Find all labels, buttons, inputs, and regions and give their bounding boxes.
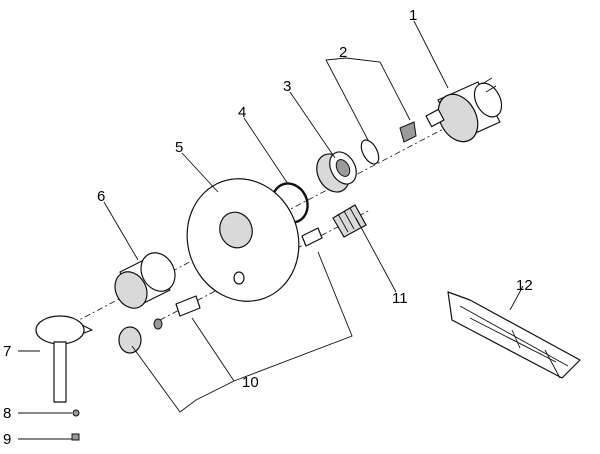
axis-lines: [59, 114, 471, 331]
part-screws: [71, 409, 80, 441]
callout-12: 12: [516, 277, 533, 294]
callout-11: 11: [392, 290, 408, 307]
part-nut: [316, 151, 357, 193]
part-cartridge: [425, 77, 503, 143]
callout-8: 8: [3, 405, 11, 422]
part-knob: [118, 295, 201, 354]
part-sleeve: [114, 252, 176, 309]
callout-3: 3: [283, 78, 291, 95]
callout-6: 6: [97, 188, 105, 205]
callout-1: 1: [409, 7, 417, 24]
callout-7: 7: [3, 343, 11, 360]
leader-lines: [18, 20, 524, 440]
part-lever: [35, 315, 93, 403]
part-cover-plate: [186, 178, 300, 302]
callout-10: 10: [242, 374, 259, 391]
callout-2: 2: [339, 44, 347, 61]
part-clip: [360, 121, 417, 165]
callout-labels: 1 2 3 4 5 6 7 8 9 10 11 12: [3, 7, 533, 448]
callout-5: 5: [175, 139, 183, 156]
callout-9: 9: [3, 431, 11, 448]
callout-4: 4: [238, 104, 246, 121]
part-template: [447, 291, 581, 379]
part-diverter: [301, 204, 367, 247]
